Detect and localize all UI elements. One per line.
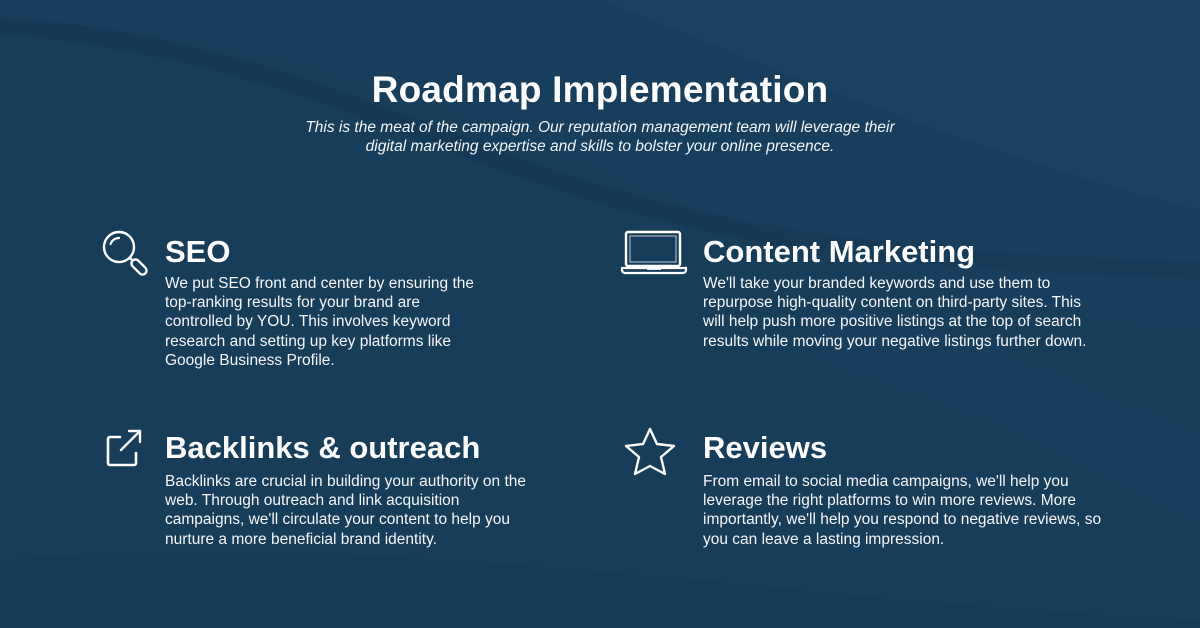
feature-description: We put SEO front and center by ensuring … bbox=[165, 275, 475, 369]
magnifying-glass-icon bbox=[102, 230, 148, 276]
feature-title: Content Marketing bbox=[703, 234, 976, 269]
feature-title: Backlinks & outreach bbox=[165, 430, 481, 465]
external-link-icon bbox=[106, 429, 142, 467]
feature-title: Reviews bbox=[703, 430, 828, 465]
feature-description: Backlinks are crucial in building your a… bbox=[165, 473, 526, 548]
feature-title: SEO bbox=[165, 234, 231, 269]
laptop-icon bbox=[620, 230, 688, 275]
page-title: Roadmap Implementation bbox=[371, 69, 829, 110]
subtitle-line-1: This is the meat of the campaign. Our re… bbox=[305, 119, 895, 136]
page-subtitle: This is the meat of the campaign. Our re… bbox=[250, 118, 950, 156]
subtitle-line-2: digital marketing expertise and skills t… bbox=[365, 138, 835, 155]
feature-description: We'll take your branded keywords and use… bbox=[703, 275, 1087, 350]
feature-description: From email to social media campaigns, we… bbox=[703, 473, 1102, 548]
star-icon bbox=[624, 427, 676, 476]
